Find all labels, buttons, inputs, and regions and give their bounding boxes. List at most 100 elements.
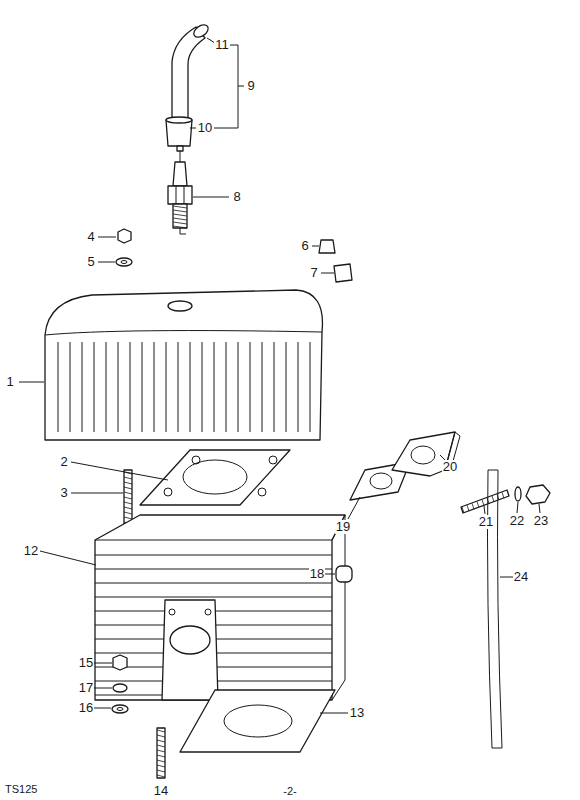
leader-lines [19,38,540,713]
fin-line [70,342,71,432]
thread-line [124,512,132,514]
fin-line [154,342,155,432]
cylinder [95,515,345,700]
plug-thread [173,206,187,228]
callout-number: 24 [513,570,529,584]
blind-plug [336,566,352,582]
thread-line [157,765,165,767]
thread-line [173,226,187,228]
thread-line [157,750,165,752]
callout-number: 14 [153,784,169,798]
thread-line [157,755,165,757]
callout-number: 10 [197,121,213,135]
fin-line [95,597,332,598]
callout-number: 17 [78,681,94,695]
thread-line [502,492,504,498]
callout-number: 18 [309,567,325,581]
fin-line [106,342,107,432]
fin-line [95,583,332,584]
thread-line [157,770,165,772]
callout-number: 20 [442,460,458,474]
thread-line [157,760,165,762]
washer [112,705,128,713]
fin-line [118,342,119,432]
thread-line [492,496,494,502]
thread-line [173,222,187,224]
fin-line [166,342,167,432]
fin-line [95,555,332,556]
fin-line [238,342,239,432]
fin-line [262,342,263,432]
fin-line [274,342,275,432]
model-code: TS125 [4,782,38,796]
fin-line [214,342,215,432]
head-gasket [140,450,290,505]
callout-number: 13 [349,706,365,720]
rubber-cap [319,240,335,253]
rubber-boot [166,120,192,146]
fin-line [202,342,203,432]
thread-line [173,218,187,220]
fin-line [95,569,332,570]
intake-insulator [392,432,460,476]
callout-number: 6 [300,239,309,253]
cylinder-head [45,290,322,440]
callout-number: 16 [78,701,94,715]
stud [461,490,509,513]
thread-line [173,214,187,216]
thread-line [157,745,165,747]
thread-line [482,500,484,506]
thread-line [472,503,474,509]
thread-line [157,735,165,737]
breather-hose [488,470,503,748]
callout-number: 22 [509,514,525,528]
bracket [214,45,244,128]
callout-number: 4 [86,230,95,244]
callout-number: 11 [214,38,230,52]
thread-line [124,497,132,499]
callout-number: 15 [78,656,94,670]
thread-line [157,740,165,742]
thread-line [477,501,479,507]
fin-line [190,342,191,432]
thread-line [157,730,165,732]
callout-number: 1 [5,375,14,389]
thread-line [124,502,132,504]
thread-line [124,482,132,484]
callout-number: 8 [232,190,241,204]
thread-line [124,492,132,494]
thread-line [173,210,187,212]
callout-number: 7 [309,266,318,280]
fin-line [298,342,299,432]
rubber-cap [334,264,352,282]
thread-line [173,206,187,208]
thread-line [124,477,132,479]
thread-line [124,487,132,489]
thread-line [124,517,132,519]
fin-line [142,342,143,432]
fin-line [178,342,179,432]
nut [113,655,127,670]
lock-washer [113,684,127,692]
callout-number: 5 [86,255,95,269]
callout-number: 23 [533,514,549,528]
fin-line [250,342,251,432]
base-gasket [180,690,335,752]
callout-number: 9 [246,79,255,93]
callout-number: 19 [335,520,351,534]
fin-line [130,342,131,432]
washer [515,487,521,501]
callout-number: 21 [478,515,494,529]
cap-ring [192,22,211,39]
fin-line [310,342,311,432]
callout-number: 12 [23,544,39,558]
thread-line [124,507,132,509]
thread-line [157,775,165,777]
callout-number: 2 [59,455,68,469]
page-number: -2- [282,784,297,798]
fin-line [58,342,59,432]
nut [526,485,550,504]
thread-line [467,505,469,511]
